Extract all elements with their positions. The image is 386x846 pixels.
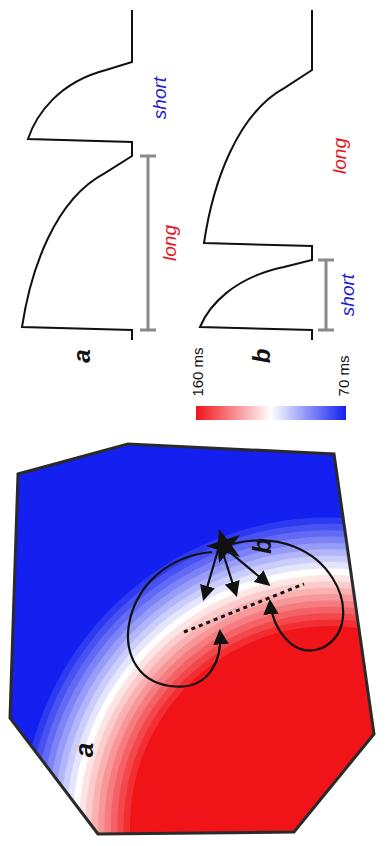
apd-band — [104, 600, 386, 846]
apd-band — [79, 575, 386, 846]
colorbar-max: 160 ms — [190, 347, 207, 396]
colorbar-min: 70 ms — [336, 356, 353, 397]
apd-band — [130, 626, 386, 846]
apd-band — [21, 517, 386, 846]
pacing-site-star — [206, 529, 240, 563]
duration-label: short — [338, 274, 359, 316]
apd-band — [117, 613, 386, 846]
apd-band — [73, 569, 386, 846]
trace-label: b — [249, 349, 275, 364]
trace-b — [200, 10, 312, 340]
wavefront-arrows — [128, 540, 343, 686]
region-label: a — [70, 743, 99, 757]
apd-band — [41, 537, 386, 846]
voltage-traces — [22, 10, 312, 340]
duration-label: long — [160, 225, 181, 261]
apd-band — [66, 562, 386, 846]
duration-label: short — [150, 77, 171, 119]
trace-a — [22, 10, 132, 340]
apd-band — [124, 620, 386, 846]
tissue-outline — [10, 444, 374, 834]
conduction-block — [184, 584, 304, 632]
duration-brackets — [140, 156, 334, 330]
apd-band — [53, 549, 386, 846]
duration-label: long — [330, 138, 351, 174]
apd-map — [0, 426, 386, 846]
apd-band — [60, 556, 386, 846]
trace-label: a — [69, 349, 95, 362]
region-label: b — [248, 538, 277, 554]
apd-band — [98, 594, 386, 846]
apd-band — [47, 543, 386, 846]
apd-band — [111, 607, 386, 846]
apd-band — [34, 530, 386, 846]
colorbar — [196, 406, 346, 420]
apd-band — [28, 524, 386, 846]
